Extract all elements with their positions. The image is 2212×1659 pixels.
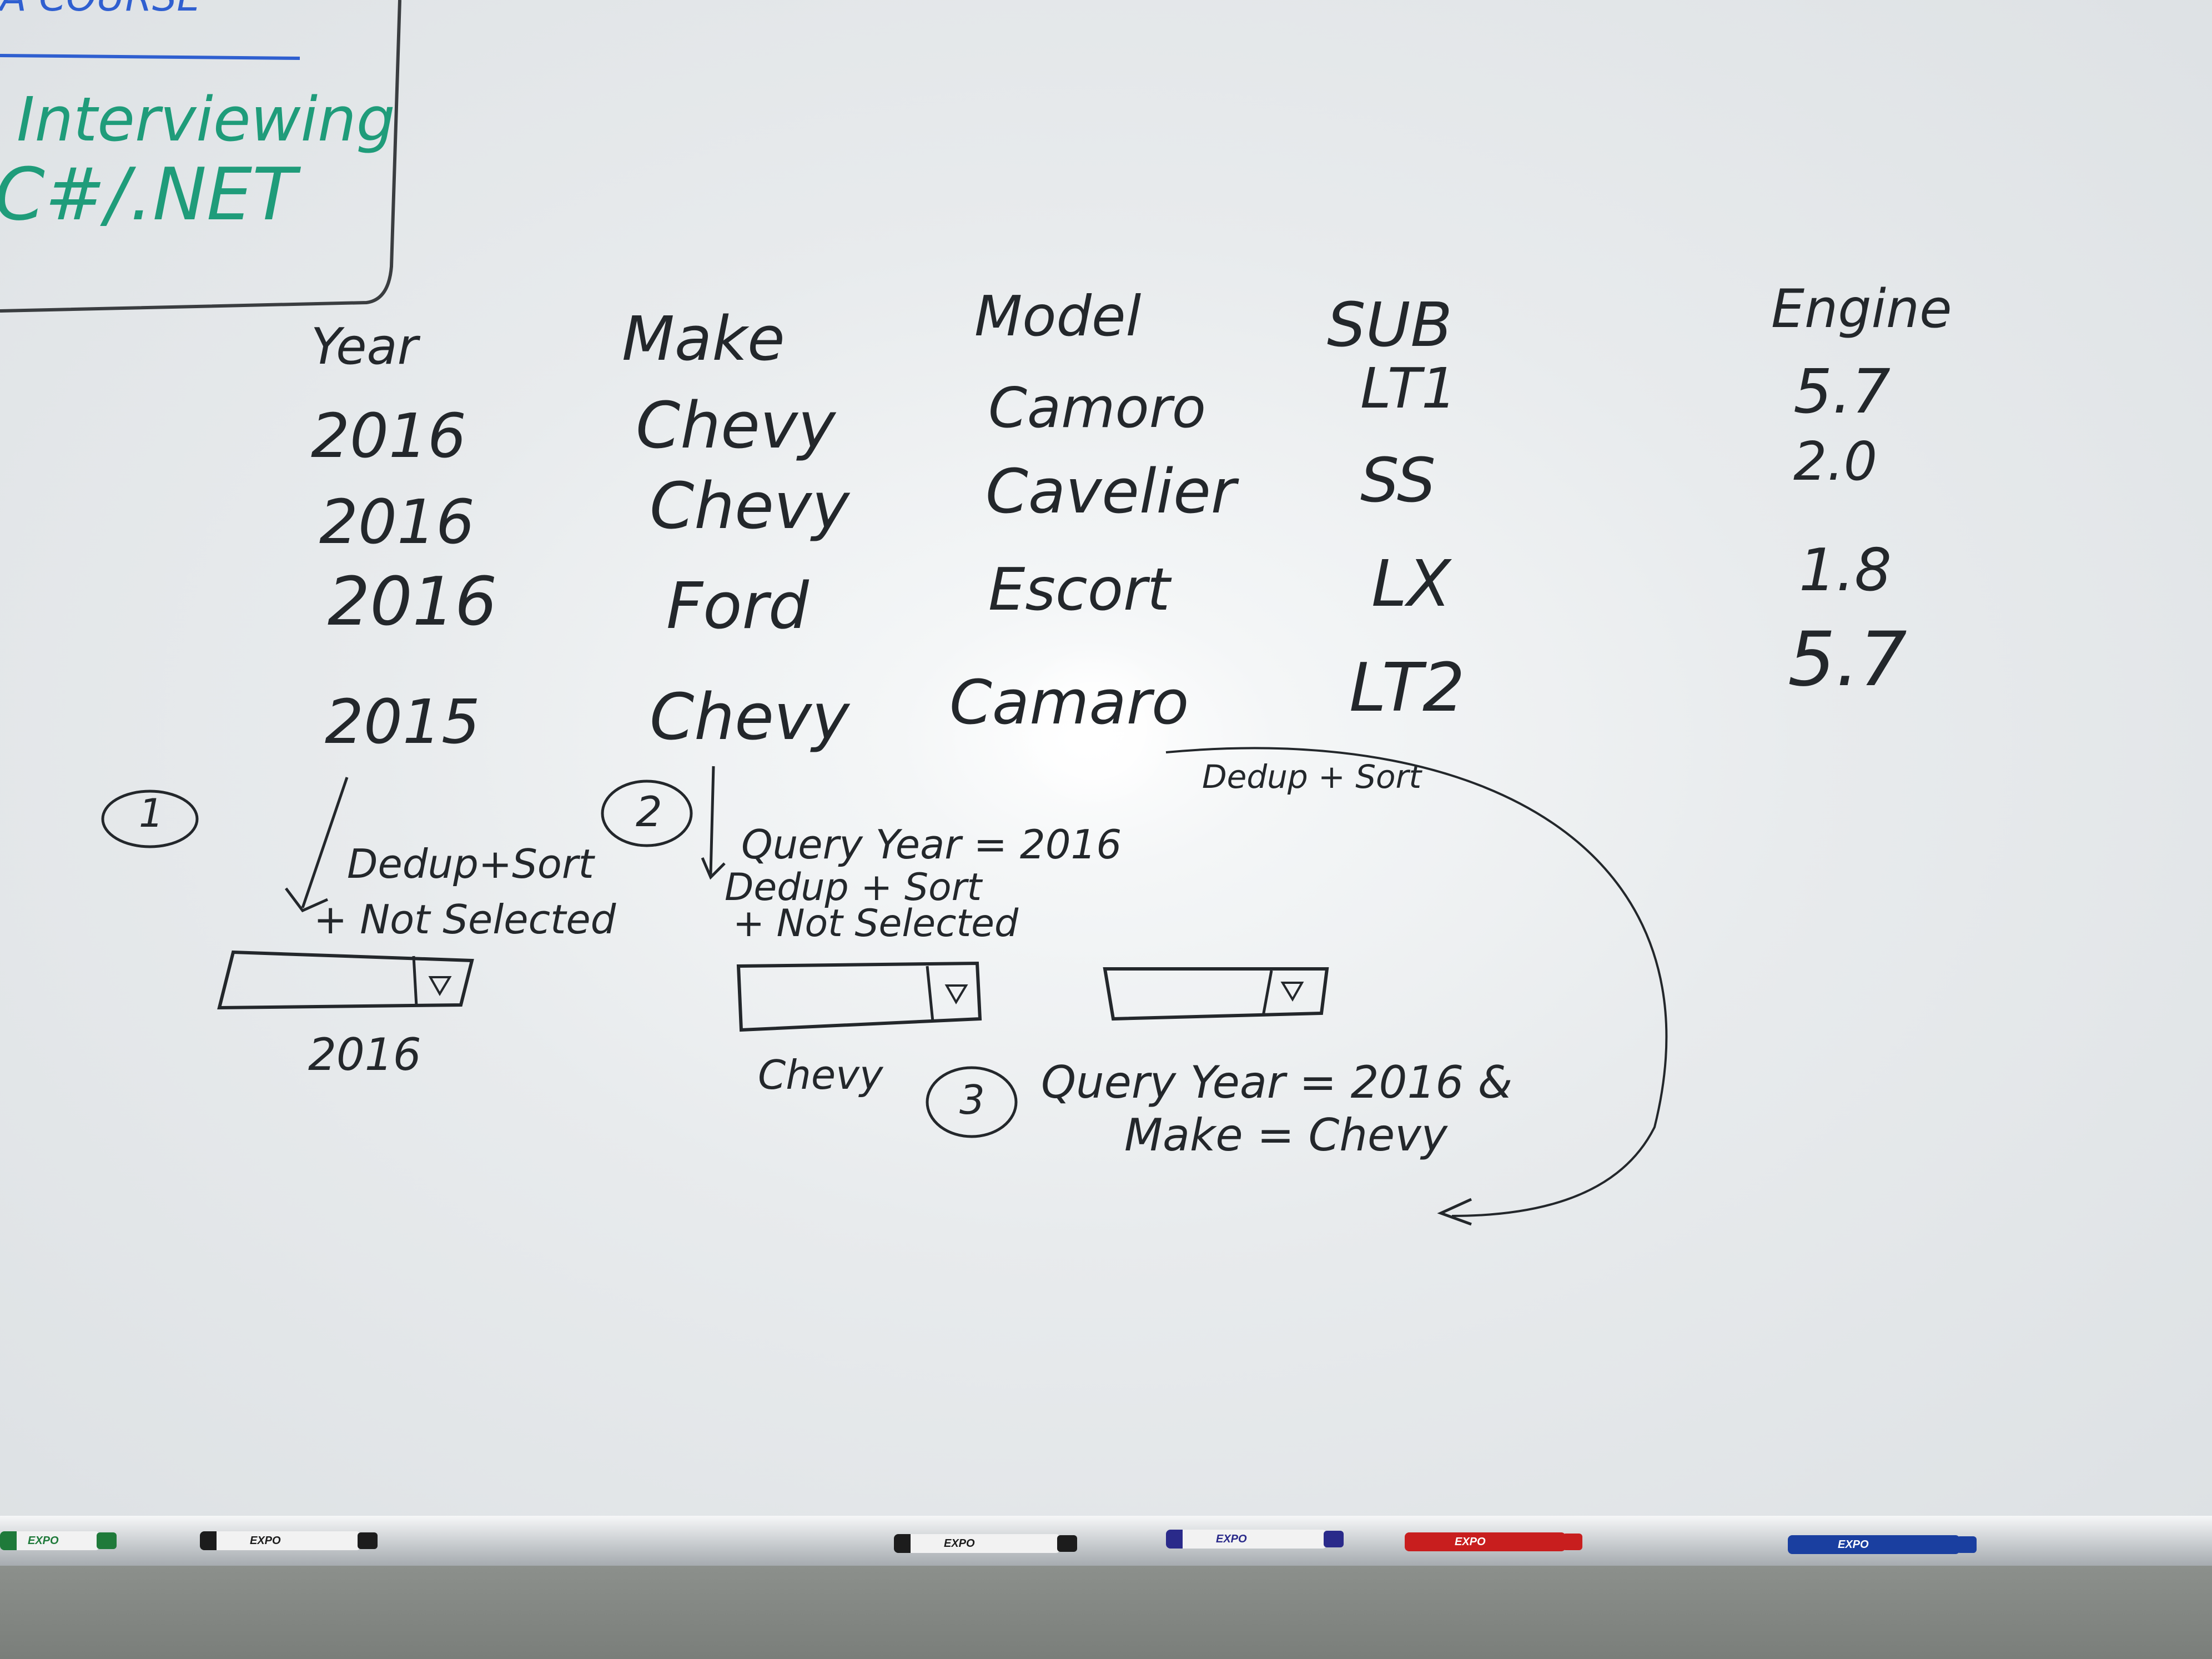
purple-marker-brand: EXPO <box>1216 1533 1247 1545</box>
step-3-note-line-2: Make = Chevy <box>1124 1109 1447 1161</box>
green-marker-brand: EXPO <box>28 1535 59 1547</box>
step-2-arrowhead <box>701 857 726 880</box>
black-marker-1-cap <box>358 1532 378 1549</box>
step-3-chevron-down-icon <box>1280 982 1304 1002</box>
corner-note-line-2: C#/.NET <box>0 152 296 237</box>
curved-arrowhead <box>1437 1198 1472 1226</box>
wall <box>0 1566 2212 1659</box>
step-2-arrow <box>709 766 715 875</box>
row-4-year: 2015 <box>325 686 480 757</box>
blue-marker-cap <box>1957 1536 1977 1553</box>
row-1-year: 2016 <box>311 400 466 471</box>
header-sub: SUB <box>1327 289 1452 360</box>
row-3-model: Escort <box>988 556 1170 624</box>
step-1-note-line-2: + Not Selected <box>314 896 616 943</box>
row-2-year: 2016 <box>319 486 475 557</box>
step-1-circle <box>101 790 199 848</box>
corner-note-top-line: A COURSE <box>0 0 202 17</box>
step-1-note-line-1: Dedup+Sort <box>347 841 594 887</box>
row-3-sub: LX <box>1371 547 1451 621</box>
curved-arrow <box>1165 747 1668 1217</box>
red-marker[interactable]: EXPO <box>1405 1532 1582 1551</box>
step-1-chevron-down-icon <box>428 976 452 996</box>
step-2-dropdown-box <box>736 961 982 1032</box>
step-1-dropdown-value: 2016 <box>308 1029 421 1080</box>
green-marker-cap <box>97 1532 117 1549</box>
row-3-year: 2016 <box>328 564 497 641</box>
step-3-number: 3 <box>959 1077 985 1123</box>
step-2-dropdown-value: Chevy <box>758 1052 883 1098</box>
row-1-engine: 5.7 <box>1793 356 1891 427</box>
purple-marker-cap <box>1324 1531 1344 1547</box>
row-4-make: Chevy <box>650 680 850 755</box>
header-make: Make <box>622 303 785 374</box>
step-2-number: 2 <box>636 787 662 836</box>
step-3-dropdown-divider <box>1261 970 1273 1017</box>
black-marker-1-brand: EXPO <box>250 1535 281 1547</box>
step-3-circle <box>926 1066 1018 1138</box>
header-year: Year <box>311 318 418 376</box>
light-glare <box>1011 644 1177 811</box>
step-2-dropdown-divider <box>926 966 934 1022</box>
row-2-engine: 2.0 <box>1793 431 1878 492</box>
row-1-sub: LT1 <box>1360 356 1457 421</box>
blue-marker[interactable]: EXPO <box>1788 1535 1977 1554</box>
step-1-dropdown-box <box>217 950 474 1010</box>
row-2-model: Cavelier <box>986 456 1236 527</box>
row-1-make: Chevy <box>636 389 836 463</box>
black-marker-2-cap <box>1057 1535 1077 1552</box>
header-engine: Engine <box>1771 279 1952 340</box>
black-marker-2-brand: EXPO <box>944 1537 975 1550</box>
header-model: Model <box>974 284 1142 349</box>
corner-note-line-1: Interviewing <box>17 84 395 155</box>
blue-marker-brand: EXPO <box>1838 1539 1869 1551</box>
black-marker-2[interactable]: EXPO <box>894 1534 1077 1553</box>
step-3-note-line-1: Query Year = 2016 & <box>1041 1057 1513 1108</box>
step-2-note-line-1: Query Year = 2016 <box>741 821 1122 868</box>
step-2-chevron-down-icon <box>944 984 968 1004</box>
step-1-dropdown-divider <box>412 956 418 1007</box>
green-marker[interactable]: EXPO <box>0 1531 117 1550</box>
row-3-engine: 1.8 <box>1799 536 1892 604</box>
row-2-make: Chevy <box>650 469 850 544</box>
step-3-dropdown-box <box>1103 967 1329 1021</box>
black-marker-1[interactable]: EXPO <box>200 1531 378 1550</box>
step-1-arrowhead <box>285 887 329 913</box>
step-1-number: 1 <box>139 791 164 836</box>
step-2-note-line-2: Dedup + Sort <box>725 866 982 909</box>
row-2-sub: SS <box>1360 445 1436 516</box>
red-marker-cap <box>1562 1534 1582 1550</box>
step-1-arrow <box>301 777 349 908</box>
step-2-circle <box>601 780 693 847</box>
row-4-model: Camaro <box>949 667 1189 738</box>
row-1-model: Camoro <box>988 375 1206 440</box>
row-4-engine: 5.7 <box>1788 616 1907 703</box>
row-3-make: Ford <box>666 569 809 644</box>
purple-marker[interactable]: EXPO <box>1166 1530 1344 1549</box>
corner-note-underline <box>0 54 300 60</box>
red-marker-brand: EXPO <box>1455 1536 1486 1548</box>
row-4-sub: LT2 <box>1349 650 1465 727</box>
curve-note: Dedup + Sort <box>1202 758 1422 796</box>
step-2-note-line-3: + Not Selected <box>733 902 1019 946</box>
corner-note-border <box>0 0 401 313</box>
